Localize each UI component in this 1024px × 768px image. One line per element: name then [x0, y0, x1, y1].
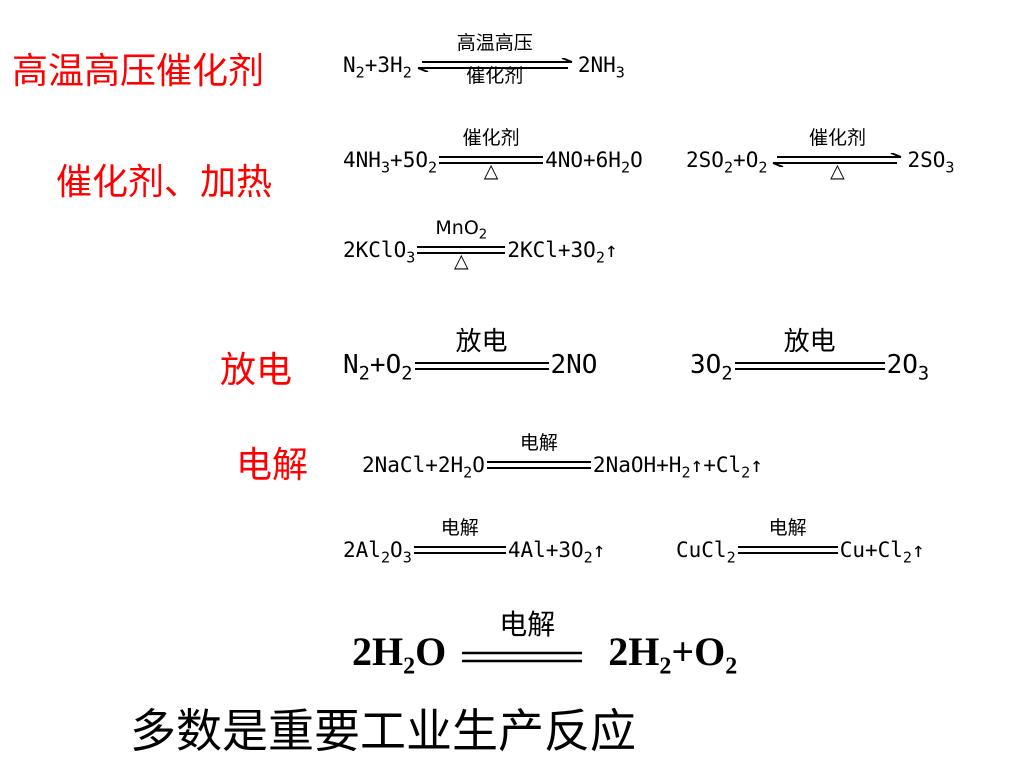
equation-ammonia-oxidation: 4NH3+5O2 催化剂 △ 4NO+6H2O: [343, 129, 643, 181]
condition-electrolysis: 电解: [440, 517, 479, 539]
products: 2NH3: [577, 53, 625, 82]
reactants: 4NH3+5O2: [343, 148, 438, 177]
condition-discharge: 放电: [783, 327, 836, 357]
reactants: 3O2: [690, 350, 733, 385]
label-high-pressure-catalyst: 高温高压催化剂: [12, 51, 265, 92]
condition-catalyst: 催化剂: [462, 127, 520, 149]
products: 4NO+6H2O: [545, 148, 643, 177]
equation-potassium-chlorate: 2KClO3 MnO2 △ 2KCl+3O2↑: [343, 219, 618, 271]
equation-alumina-electrolysis: 2Al2O3 电解 4Al+3O2↑: [343, 519, 606, 567]
reactants: N2+O2: [343, 350, 413, 385]
reactants: 2H2O: [352, 629, 447, 680]
condition-electrolysis: 电解: [499, 608, 556, 641]
equal-sign: 放电: [414, 329, 549, 373]
equation-sulfur-dioxide-oxidation: 2SO2+O2 催化剂 △ 2SO3: [686, 129, 955, 181]
products: 2NO: [550, 350, 598, 380]
products: 4Al+3O2↑: [507, 538, 606, 567]
reactants: 2SO2+O2: [686, 148, 768, 177]
equation-chlor-alkali: 2NaCl+2H2O 电解 2NaOH+H2↑+Cl2↑: [362, 434, 763, 482]
equation-nitrogen-oxygen: N2+O2 放电 2NO: [343, 329, 598, 385]
equal-sign: 电解: [737, 519, 838, 557]
summary-text: 多数是重要工业生产反应: [130, 704, 636, 758]
condition-high-temp-pressure: 高温高压: [456, 32, 533, 54]
equation-ammonia-synthesis: N2+3H2 高温高压 催化剂 2NH3: [343, 34, 625, 86]
condition-catalyst: 催化剂: [808, 127, 866, 149]
equal-sign: 电解: [486, 434, 591, 472]
reactants: 2Al2O3: [343, 538, 412, 567]
condition-heat: △: [830, 160, 845, 182]
equation-copper-chloride: CuCl2 电解 Cu+Cl2↑: [676, 519, 925, 567]
condition-discharge: 放电: [455, 327, 508, 357]
products: 2NaOH+H2↑+Cl2↑: [592, 453, 763, 482]
label-discharge: 放电: [220, 350, 293, 391]
reactants: CuCl2: [676, 538, 736, 567]
condition-mno2: MnO2: [435, 217, 488, 243]
products: 2H2+O2: [608, 629, 738, 680]
condition-heat: △: [454, 250, 469, 272]
reactants: N2+3H2: [343, 53, 412, 82]
products: Cu+Cl2↑: [839, 538, 925, 567]
equal-sign: MnO2 △: [417, 219, 506, 271]
condition-electrolysis: 电解: [519, 432, 558, 454]
reversible-arrow: 高温高压 催化剂: [414, 34, 576, 86]
equal-sign: 放电: [734, 329, 885, 373]
equation-water-electrolysis: 2H2O 电解 2H2+O2: [352, 611, 738, 680]
condition-electrolysis: 电解: [768, 517, 807, 539]
label-catalyst-heat: 催化剂、加热: [56, 162, 273, 203]
equal-sign: 电解: [413, 519, 506, 557]
reactants: 2KClO3: [343, 238, 416, 267]
label-electrolysis: 电解: [236, 445, 309, 486]
equation-ozone: 3O2 放电 2O3: [690, 329, 930, 385]
condition-catalyst: 催化剂: [466, 65, 524, 87]
equal-sign: 电解: [452, 611, 602, 665]
equal-sign: 催化剂 △: [439, 129, 544, 181]
products: 2KCl+3O2↑: [507, 238, 618, 267]
reversible-arrow: 催化剂 △: [769, 129, 905, 181]
reactants: 2NaCl+2H2O: [362, 453, 485, 482]
products: 2O3: [886, 350, 930, 385]
condition-heat: △: [483, 160, 499, 182]
products: 2SO3: [907, 148, 955, 177]
